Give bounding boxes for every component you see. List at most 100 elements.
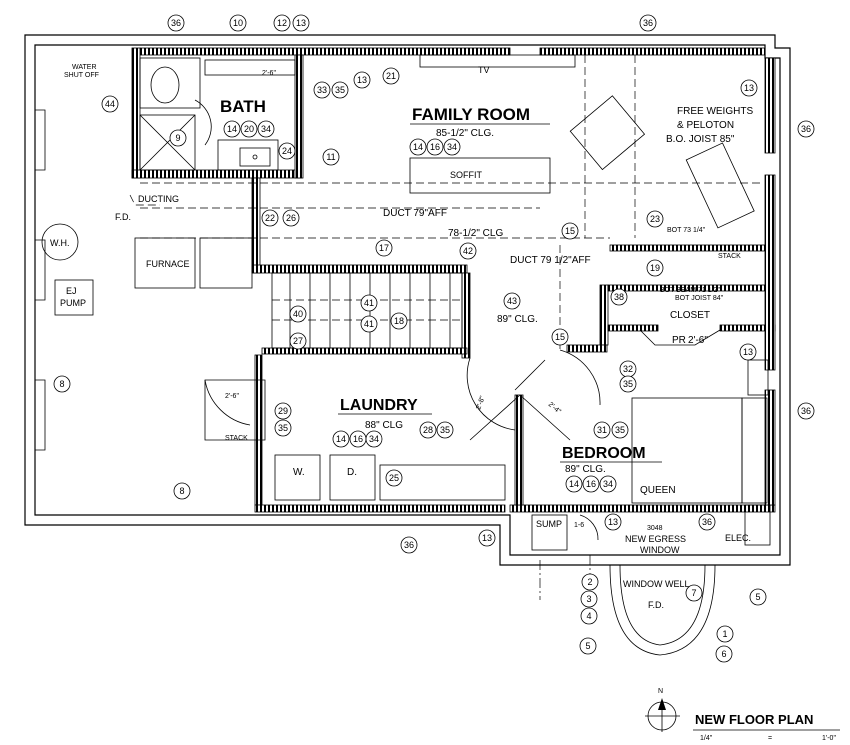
tag-number: 5: [585, 641, 590, 651]
tag-number: 29: [278, 406, 288, 416]
tag-number: 14: [413, 142, 423, 152]
tag-number: 35: [623, 379, 633, 389]
tag-number: 13: [296, 18, 306, 28]
tag-circle: [289, 332, 307, 350]
tag-number: 24: [282, 146, 292, 156]
note-water: WATER: [72, 64, 97, 71]
tag-circle: [551, 328, 569, 346]
tag-circle: [240, 120, 258, 138]
tag-circle: [593, 421, 611, 439]
tag-circle: [426, 138, 444, 156]
note-bot-joist: BOT JOIST 84": [675, 295, 724, 302]
tag-circle: [313, 81, 331, 99]
tag-circle: [360, 294, 378, 312]
note-window-well: WINDOW WELL: [623, 579, 690, 589]
tag-number: 34: [261, 124, 271, 134]
tag-circle: [167, 14, 185, 32]
tag-number: 36: [404, 540, 414, 550]
tag-number: 36: [801, 406, 811, 416]
tag-circle: [685, 584, 703, 602]
tag-number: 36: [801, 124, 811, 134]
tag-circle: [273, 14, 291, 32]
tag-number: 12: [277, 18, 287, 28]
tag-circle: [565, 475, 583, 493]
tag-number: 20: [244, 124, 254, 134]
tag-circle: [698, 513, 716, 531]
tag-number: 2: [587, 577, 592, 587]
tag-circle: [382, 67, 400, 85]
tag-number: 33: [317, 85, 327, 95]
tag-circle: [443, 138, 461, 156]
room-label-laundry: LAUNDRY: [340, 397, 418, 414]
tag-circle: [740, 79, 758, 97]
tag-circle: [619, 375, 637, 393]
tag-number: 44: [105, 99, 115, 109]
tag-number: 14: [227, 124, 237, 134]
tag-number: 41: [364, 319, 374, 329]
tag-circle: [261, 209, 279, 227]
note-sump: SUMP: [536, 519, 562, 529]
door-swings: [466, 329, 721, 541]
tag-number: 21: [386, 71, 396, 81]
tag-number: 34: [447, 142, 457, 152]
note-pr-dim: 2'-6": [688, 335, 708, 346]
tag-circle: [53, 375, 71, 393]
tag-circle: [289, 305, 307, 323]
note-ej: EJ: [66, 286, 77, 296]
window-well: [539, 555, 716, 656]
tag-circle: [419, 421, 437, 439]
note-furnace: FURNACE: [146, 259, 190, 269]
tag-circle: [331, 81, 349, 99]
tag-number: 35: [615, 425, 625, 435]
tag-circle: [459, 242, 477, 260]
tag-circle: [274, 419, 292, 437]
tag-number: 13: [482, 533, 492, 543]
tag-circle: [639, 14, 657, 32]
north-label: N: [658, 688, 663, 695]
tag-number: 15: [555, 332, 565, 342]
note-bath-door: 2'-6": [262, 70, 276, 77]
tag-circle: [385, 469, 403, 487]
tag-number: 34: [603, 479, 613, 489]
tag-circle: [611, 421, 629, 439]
tag-number: 28: [423, 425, 433, 435]
tag-circle: [797, 120, 815, 138]
tag-number: 9: [175, 133, 180, 143]
tag-number: 13: [357, 75, 367, 85]
tag-circle: [716, 625, 734, 643]
tag-number: 36: [643, 18, 653, 28]
note-tv: TV: [478, 65, 490, 75]
tag-circle: [582, 475, 600, 493]
tag-number: 22: [265, 213, 275, 223]
tag-number: 17: [379, 243, 389, 253]
tag-number: 8: [59, 379, 64, 389]
north-arrow: [645, 698, 680, 732]
tag-circle: [274, 402, 292, 420]
tag-circle: [579, 637, 597, 655]
tag-circle: [332, 430, 350, 448]
note-ww-fd: F.D.: [648, 600, 664, 610]
note-duct-79-half: DUCT 79 1/2"AFF: [510, 255, 591, 266]
tag-number: 1: [722, 629, 727, 639]
tag-number: 42: [463, 246, 473, 256]
tag-circle: [436, 421, 454, 439]
tag-circle: [390, 312, 408, 330]
tag-circle: [101, 95, 119, 113]
tag-circle: [278, 142, 296, 160]
note-wh: W.H.: [50, 238, 70, 248]
tag-number: 36: [702, 517, 712, 527]
bedroom-furniture: [531, 359, 771, 551]
tag-number: 19: [650, 263, 660, 273]
tag-number: 40: [293, 309, 303, 319]
tag-circle: [646, 259, 664, 277]
tag-circle: [409, 138, 427, 156]
room-label-family: FAMILY ROOM: [412, 105, 530, 124]
plan-title: NEW FLOOR PLAN: [695, 712, 813, 727]
note-closet: CLOSET: [670, 310, 710, 321]
note-pr: PR: [672, 335, 686, 346]
mechanical: [41, 194, 253, 316]
note-dryer: D.: [347, 467, 357, 478]
tag-number: 34: [369, 434, 379, 444]
note-soffit: SOFFIT: [450, 170, 482, 180]
